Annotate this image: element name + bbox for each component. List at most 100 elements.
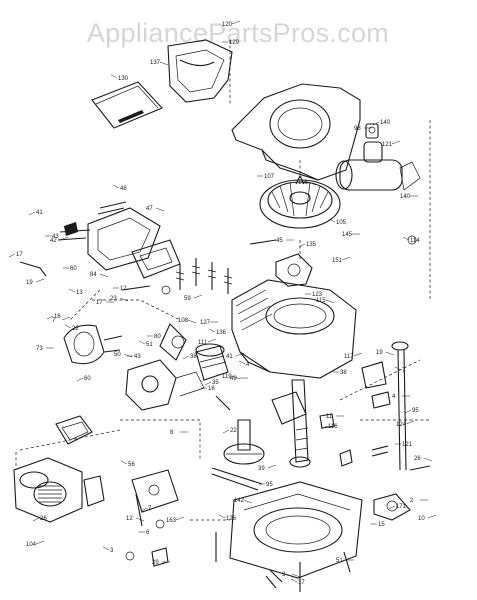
connecting-rod <box>159 323 187 361</box>
leader-line <box>405 420 415 425</box>
leader-line <box>231 20 241 25</box>
part-number-label: 95 <box>266 482 273 488</box>
part-number-label: 22 <box>72 326 79 332</box>
leader-line <box>218 514 226 519</box>
watermark-text: AppliancePartsPros.com <box>87 18 389 48</box>
flywheel <box>259 174 341 229</box>
part-number-label: 127 <box>200 320 211 326</box>
leader-line <box>372 121 380 126</box>
leader-line <box>423 457 433 462</box>
part-number-label: 108 <box>178 318 189 324</box>
part-number-label: 95 <box>412 408 419 414</box>
leader-line <box>159 61 169 66</box>
part-number-label: 43 <box>52 234 59 240</box>
leader-line <box>207 338 217 343</box>
part-number-label: 38 <box>190 354 197 360</box>
air-cleaner-cover <box>167 39 233 103</box>
part-number-label: 123 <box>312 292 323 298</box>
part-number-label: 16 <box>208 386 215 392</box>
leader-line <box>135 517 145 522</box>
leader-line <box>155 207 165 212</box>
oil-fill-tube <box>371 341 409 471</box>
part-number-label: 129 <box>229 40 240 46</box>
part-number-label: 121 <box>402 442 413 448</box>
leader-line <box>385 351 395 356</box>
camshaft-gear <box>223 419 265 465</box>
part-number-label: 2 <box>410 498 414 504</box>
part-number-label: 42 <box>50 238 57 244</box>
leader-line <box>110 74 118 79</box>
leader-line <box>64 324 72 329</box>
leader-line <box>325 299 335 304</box>
bolts-and-fasteners <box>19 126 431 592</box>
leader-line <box>35 278 45 283</box>
part-number-label: 12 <box>126 516 133 522</box>
part-number-label: 3 <box>282 572 286 578</box>
valve-springs <box>175 258 233 294</box>
part-number-label: 136 <box>216 330 227 336</box>
leader-line <box>123 353 133 358</box>
leader-line <box>46 315 54 320</box>
leader-line <box>267 464 277 469</box>
part-number-label: 41 <box>226 354 233 360</box>
part-number-label: 47 <box>146 206 153 212</box>
leader-line <box>76 377 84 382</box>
leader-line <box>402 236 410 241</box>
part-number-label: 171 <box>396 504 407 510</box>
part-number-label: 35 <box>212 380 219 386</box>
leader-line <box>307 181 317 186</box>
part-number-label: 29 <box>152 560 159 566</box>
leader-line <box>231 375 241 380</box>
crankshaft <box>271 379 311 468</box>
part-number-label: 50 <box>114 352 121 358</box>
part-number-label: 13 <box>76 290 83 296</box>
leader-line <box>68 288 76 293</box>
part-number-label: 106 <box>298 180 309 186</box>
part-number-label: 115 <box>316 298 326 304</box>
part-number-label: 56 <box>128 462 135 468</box>
leader-line <box>291 573 301 578</box>
part-number-label: 22 <box>230 428 237 434</box>
part-number-label: 116 <box>328 424 338 430</box>
part-number-label: 140 <box>380 120 391 126</box>
part-number-label: 163 <box>166 518 177 524</box>
gasket <box>131 239 181 279</box>
part-number-label: 137 <box>150 60 161 66</box>
part-number-label: 19 <box>376 350 383 356</box>
leader-line <box>102 546 110 551</box>
part-number-label: 17 <box>96 300 103 306</box>
leader-line <box>243 499 253 504</box>
part-number-label: 80 <box>154 334 161 340</box>
part-number-label: 45 <box>276 238 283 244</box>
push-rod <box>211 467 263 491</box>
air-filter-element <box>91 81 163 129</box>
leader-line <box>427 514 437 519</box>
leader-line <box>8 253 16 258</box>
part-number-label: 16 <box>54 314 61 320</box>
part-number-label: 151 <box>332 258 343 264</box>
muffler <box>335 123 421 191</box>
part-number-label: 140 <box>400 194 411 200</box>
engine-block <box>231 279 357 379</box>
part-number-label: 51 <box>336 558 343 564</box>
part-number-label: 73 <box>36 346 43 352</box>
part-number-label: 119 <box>222 374 232 380</box>
assembly-guide-lines <box>15 40 431 521</box>
part-number-label: 38 <box>340 370 347 376</box>
air-cleaner-assembly <box>13 457 105 523</box>
primer-bulb <box>55 415 93 445</box>
leader-line <box>208 328 216 333</box>
part-number-label: 26 <box>40 516 47 522</box>
leader-line <box>187 319 197 324</box>
part-number-label: 8 <box>170 430 174 436</box>
leader-line <box>140 507 148 512</box>
part-number-label: 121 <box>382 142 393 148</box>
piston <box>195 343 229 381</box>
part-number-label: 124 <box>396 422 407 428</box>
part-number-label: 19 <box>26 280 33 286</box>
part-number-label: 43 <box>134 354 141 360</box>
leader-line <box>175 516 185 521</box>
part-number-label: 11 <box>326 414 333 420</box>
part-number-label: 15 <box>378 522 385 528</box>
part-number-label: 126 <box>226 516 237 522</box>
